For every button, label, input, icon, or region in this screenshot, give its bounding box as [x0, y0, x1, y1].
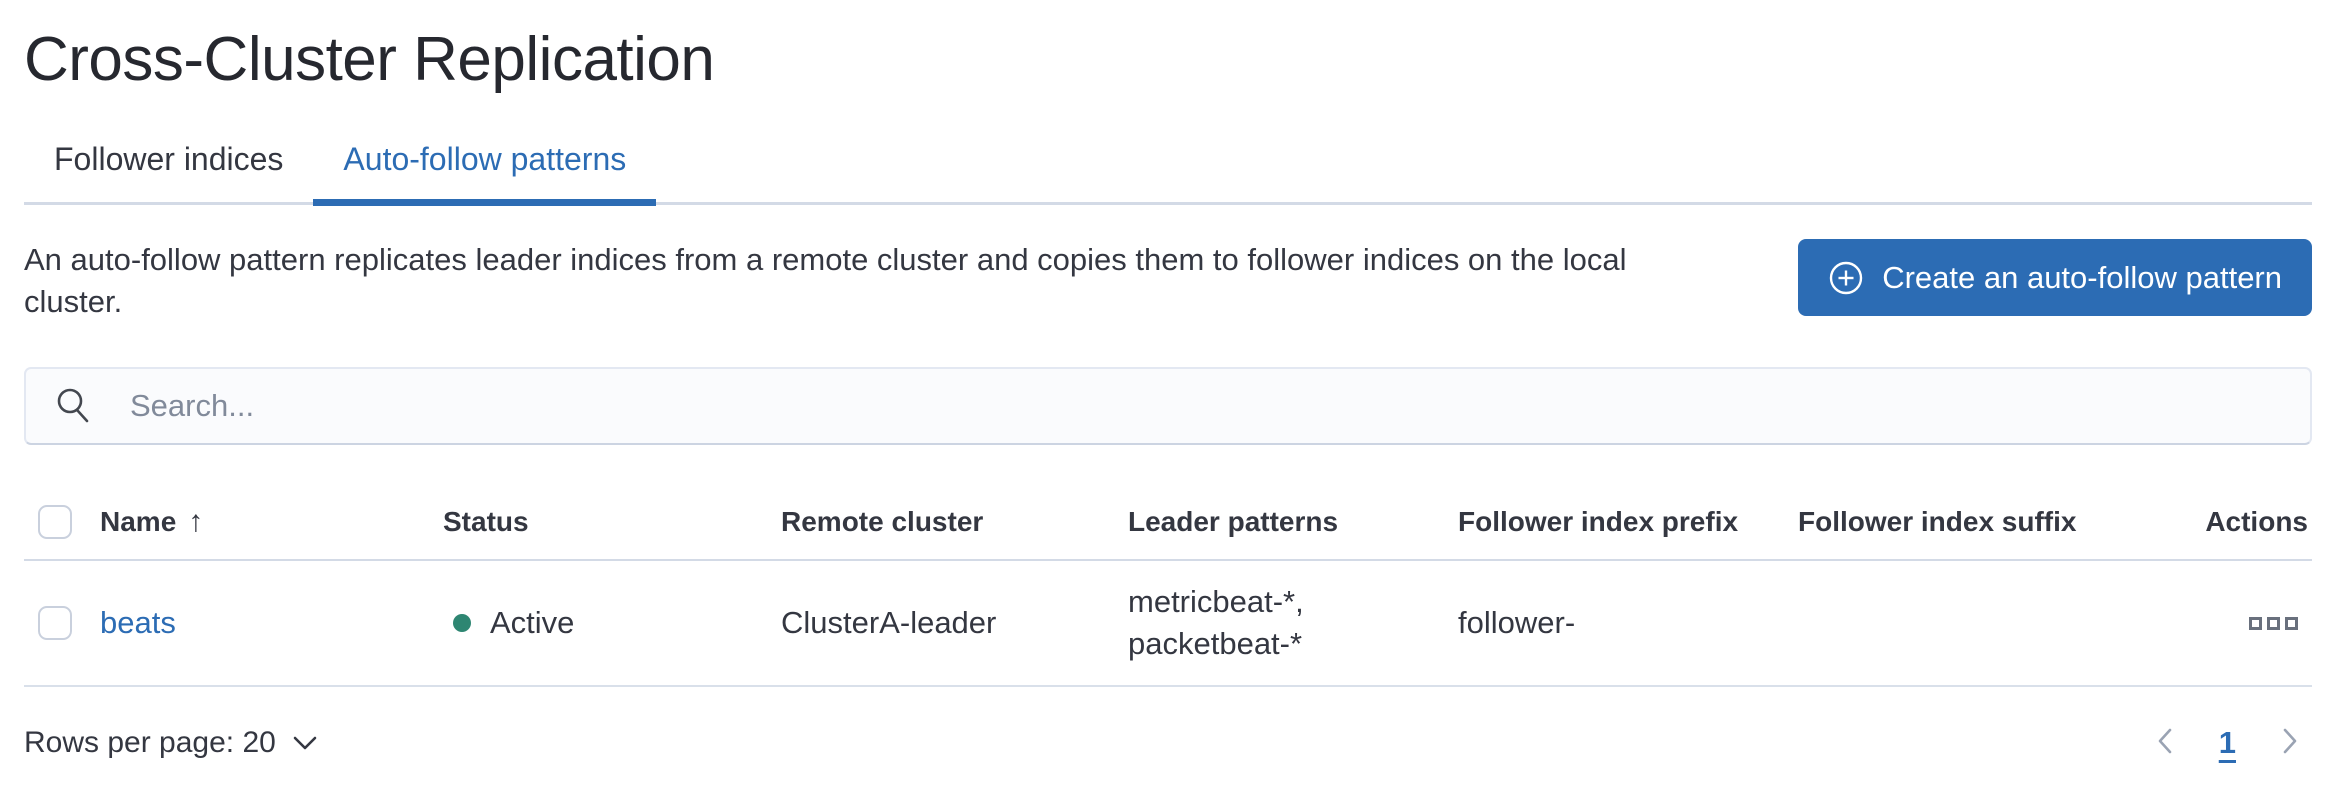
create-auto-follow-pattern-button[interactable]: Create an auto-follow pattern [1798, 239, 2312, 316]
pagination: 1 [2151, 721, 2312, 764]
actions-cell [2140, 611, 2312, 636]
boxes-horizontal-icon [2267, 616, 2280, 630]
previous-page-button[interactable] [2151, 721, 2179, 764]
row-checkbox[interactable] [38, 606, 72, 640]
select-all-checkbox-cell [24, 505, 100, 539]
column-header-follower-index-suffix: Follower index suffix [1798, 506, 2077, 537]
column-header-name[interactable]: Name ↑ [100, 505, 204, 538]
boxes-horizontal-icon [2285, 616, 2298, 630]
chevron-left-icon [2158, 728, 2172, 754]
row-actions-button[interactable] [2243, 611, 2304, 636]
search-icon [57, 388, 89, 423]
status-active-dot-icon [453, 614, 471, 632]
next-page-button[interactable] [2276, 721, 2304, 764]
follower-index-prefix-cell: follower- [1458, 605, 1576, 640]
rows-per-page-label: Rows per page: 20 [24, 725, 276, 759]
auto-follow-patterns-table: Name ↑ Status Remote cluster Leader patt… [24, 489, 2312, 687]
remote-cluster-cell: ClusterA-leader [781, 605, 997, 640]
description-text: An auto-follow pattern replicates leader… [24, 242, 1627, 319]
chevron-right-icon [2283, 728, 2297, 754]
chevron-down-icon [293, 736, 317, 749]
column-header-actions: Actions [2205, 506, 2308, 537]
tab-follower-indices[interactable]: Follower indices [54, 141, 284, 177]
tabs-bar: Follower indices Auto-follow patterns [24, 140, 2312, 206]
page-number-1[interactable]: 1 [2218, 724, 2236, 760]
create-button-label: Create an auto-follow pattern [1882, 259, 2282, 295]
pattern-name-link[interactable]: beats [100, 605, 176, 640]
table-footer: Rows per page: 20 1 [24, 721, 2312, 764]
tab-auto-follow-patterns[interactable]: Auto-follow patterns [313, 140, 657, 206]
status-label: Active [490, 605, 575, 640]
column-header-status: Status [443, 506, 529, 537]
rows-per-page-button[interactable]: Rows per page: 20 [24, 726, 318, 760]
intro-section: An auto-follow pattern replicates leader… [24, 239, 2312, 323]
table-header-row: Name ↑ Status Remote cluster Leader patt… [24, 489, 2312, 561]
table-row-beats: beats Active ClusterA-leader metricbeat-… [24, 561, 2312, 687]
leader-patterns-cell: metricbeat-*, packetbeat-* [1128, 584, 1304, 661]
column-header-leader-patterns: Leader patterns [1128, 506, 1339, 537]
search-input[interactable] [24, 367, 2312, 445]
status-cell: Active [443, 602, 781, 644]
row-checkbox-cell [24, 606, 100, 640]
search-bar [24, 367, 2312, 445]
select-all-checkbox[interactable] [38, 505, 72, 539]
page-title: Cross-Cluster Replication [24, 25, 715, 94]
name-cell: beats [100, 602, 443, 644]
cross-cluster-replication-page: Cross-Cluster Replication Follower indic… [24, 25, 2312, 764]
column-header-follower-index-prefix: Follower index prefix [1458, 506, 1739, 537]
plus-in-circle-icon [1830, 261, 1863, 294]
sort-ascending-icon: ↑ [188, 505, 204, 538]
column-header-remote-cluster: Remote cluster [781, 506, 984, 537]
boxes-horizontal-icon [2249, 616, 2262, 630]
